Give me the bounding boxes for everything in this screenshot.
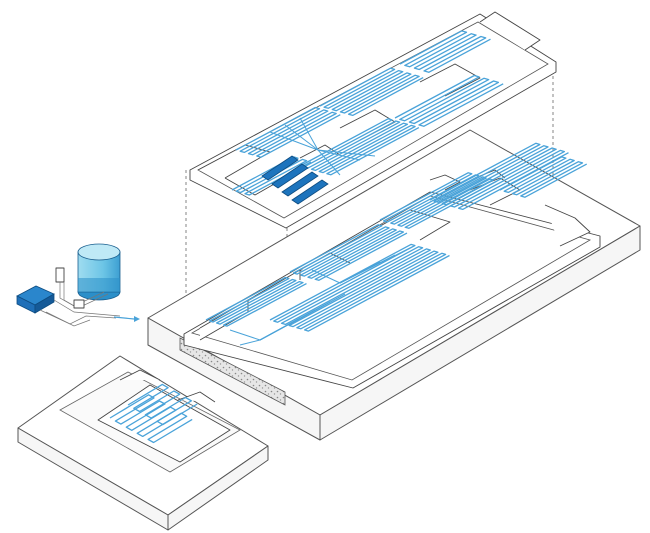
manifold-branch — [284, 124, 319, 151]
manifold-branch — [259, 293, 346, 341]
heat-pump-unit — [16, 285, 55, 314]
pipe-loop — [205, 276, 307, 327]
manifold-branch — [229, 329, 261, 341]
annex-pipes — [109, 383, 198, 444]
solar-panel — [271, 163, 309, 189]
solar-panel — [281, 171, 319, 197]
supply-arrow — [113, 316, 140, 322]
upper-floor-pipes — [231, 30, 504, 196]
pipe-loop — [289, 224, 408, 281]
manifold-branch — [317, 149, 361, 161]
manifold-branch — [339, 247, 411, 284]
pipe-loop — [394, 74, 504, 127]
pipe-loop — [319, 67, 424, 117]
solar-panel — [261, 155, 299, 181]
solar-collector-array — [261, 155, 329, 205]
solar-panel — [291, 179, 329, 205]
pipe-loop — [269, 243, 450, 332]
pipe-loop — [127, 383, 198, 426]
pipe-loop — [235, 106, 341, 158]
manifold-branch — [317, 149, 376, 157]
pipe-loop — [429, 142, 569, 211]
manifold-branch — [299, 117, 319, 151]
manifold-branch — [317, 149, 341, 176]
manifold-branch — [269, 131, 319, 151]
pipe-loop — [399, 30, 491, 73]
pipe-loop — [299, 118, 420, 176]
manifold-branch — [311, 269, 341, 284]
pipe-loop — [499, 156, 588, 198]
water-storage-tank — [77, 243, 121, 301]
manifold-branch — [239, 339, 261, 346]
ground-floor-pipes — [205, 142, 588, 346]
distribution-piping — [39, 267, 121, 327]
